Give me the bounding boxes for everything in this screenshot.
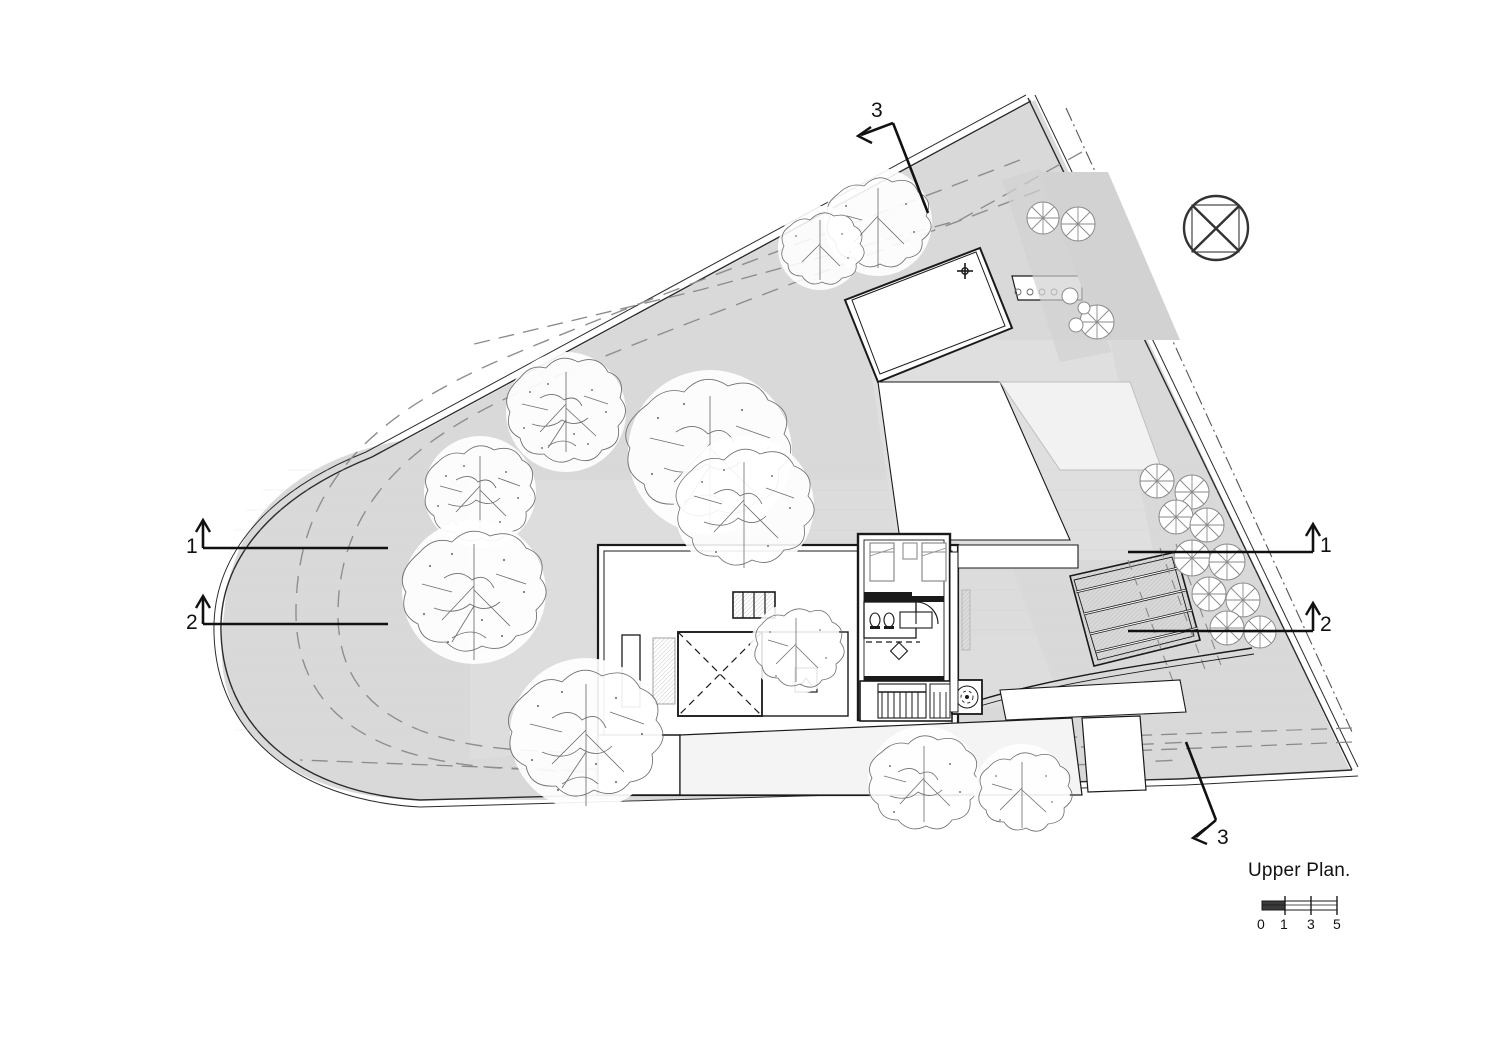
- shrub-symbol: [1208, 543, 1246, 581]
- tree-canopy: [506, 352, 626, 472]
- shrub-symbol: [1139, 463, 1175, 499]
- section-marker-3-bottom-label: 3: [1217, 826, 1229, 849]
- north-point-circle-icon: [1182, 194, 1250, 262]
- scale-tick-0: 0: [1257, 916, 1265, 932]
- tree-canopy: [674, 436, 815, 576]
- tree-canopy: [750, 602, 845, 694]
- shrub-symbol: [1191, 576, 1227, 612]
- tree-canopy: [868, 726, 980, 838]
- scale-tick-1: 1: [1280, 916, 1288, 932]
- scale-bar: [1261, 896, 1338, 915]
- bedroom-beds: [869, 542, 947, 582]
- tree-canopy: [974, 744, 1073, 840]
- section-marker-1-left-label: 1: [186, 535, 198, 558]
- shrub-symbol: [1061, 287, 1079, 305]
- section-marker-2-right-label: 2: [1320, 613, 1332, 636]
- south-wing: [999, 679, 1187, 793]
- shrub-symbol: [1077, 301, 1091, 315]
- section-marker-3-top-label: 3: [871, 99, 883, 122]
- east-glazing: [949, 551, 971, 713]
- shrub-symbol: [1068, 317, 1084, 333]
- bathroom: [863, 601, 939, 639]
- section-marker-2-left-label: 2: [186, 611, 198, 634]
- shrub-symbol: [1060, 206, 1096, 242]
- scale-tick-3: 3: [1307, 916, 1315, 932]
- section-marker-lines: [194, 121, 1322, 846]
- shrub-symbol: [1026, 201, 1060, 235]
- scale-bar-labels: 0 1 3 5: [1250, 916, 1355, 936]
- shrub-symbol: [1225, 582, 1261, 618]
- scale-tick-5: 5: [1333, 916, 1341, 932]
- tree-canopy: [778, 206, 865, 290]
- section-marker-1-right-label: 1: [1320, 534, 1332, 557]
- shrub-symbol: [1189, 507, 1225, 543]
- tree-canopy: [508, 658, 664, 810]
- tree-canopy: [424, 436, 536, 548]
- shrub-symbol: [1209, 610, 1245, 646]
- stair: [859, 680, 953, 722]
- tree-canopy: [401, 520, 547, 664]
- shrub-symbols: [1026, 201, 1277, 649]
- survey-point-icon: [957, 263, 973, 279]
- shrub-symbol: [1158, 499, 1194, 535]
- page-title: Upper Plan.: [1248, 860, 1351, 881]
- roof-void-skylight: [652, 631, 849, 717]
- shrub-symbol: [1173, 539, 1211, 577]
- shrub-symbol: [1174, 474, 1210, 510]
- tree-canopies: [401, 168, 1073, 840]
